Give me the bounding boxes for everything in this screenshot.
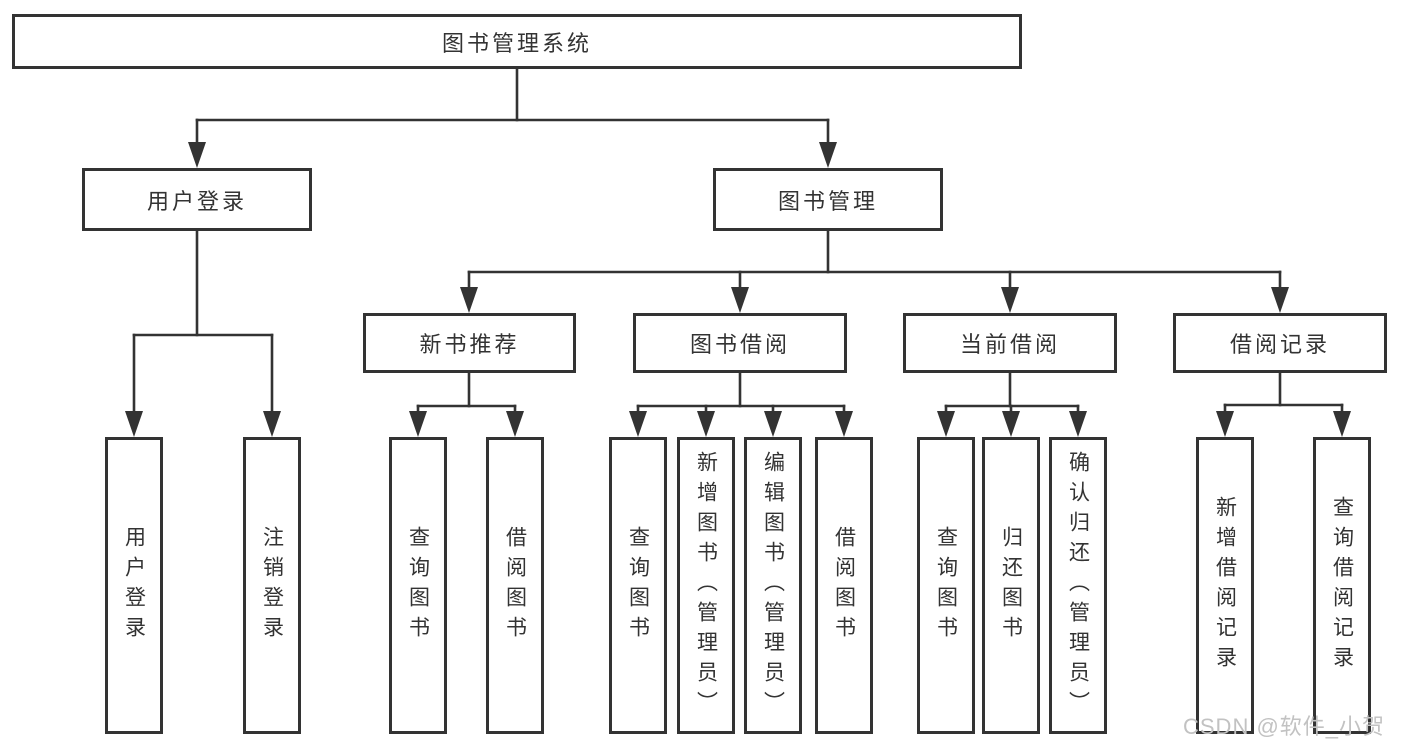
leaf-label: 查询图书 (626, 525, 650, 646)
leaf-label: 查询借阅记录 (1330, 495, 1354, 676)
node-book-borrowing: 图书借阅 (633, 313, 847, 373)
leaf-label: 借阅图书 (503, 525, 527, 646)
leaf-label: 借阅图书 (832, 525, 856, 646)
leaf-edit-book-admin: 编辑图书（管理员） (744, 437, 802, 734)
leaf-label: 注销登录 (260, 525, 284, 646)
node-borrowing-records: 借阅记录 (1173, 313, 1387, 373)
watermark: CSDN @软件_小贺同学 (1183, 714, 1386, 747)
leaf-user-login: 用户登录 (105, 437, 163, 734)
leaf-return-book: 归还图书 (982, 437, 1040, 734)
leaf-label: 新增借阅记录 (1213, 495, 1237, 676)
node-book-management: 图书管理 (713, 168, 943, 231)
leaf-add-borrow-record: 新增借阅记录 (1196, 437, 1254, 734)
leaf-label: 用户登录 (122, 525, 146, 646)
leaf-query-books-recommend: 查询图书 (389, 437, 447, 734)
node-new-book-recommendation: 新书推荐 (363, 313, 576, 373)
leaf-label: 编辑图书（管理员） (761, 450, 785, 721)
leaf-label: 确认归还（管理员） (1066, 450, 1090, 721)
leaf-label: 查询图书 (934, 525, 958, 646)
leaf-borrow-books-recommend: 借阅图书 (486, 437, 544, 734)
leaf-confirm-return-admin: 确认归还（管理员） (1049, 437, 1107, 734)
node-user-login: 用户登录 (82, 168, 312, 231)
leaf-borrow-books: 借阅图书 (815, 437, 873, 734)
node-library-management-system: 图书管理系统 (12, 14, 1022, 69)
leaf-query-borrow-record: 查询借阅记录 (1313, 437, 1371, 734)
leaf-label: 新增图书（管理员） (694, 450, 718, 721)
node-current-borrowing: 当前借阅 (903, 313, 1117, 373)
leaf-query-books-current: 查询图书 (917, 437, 975, 734)
leaf-query-books-borrow: 查询图书 (609, 437, 667, 734)
leaf-label: 归还图书 (999, 525, 1023, 646)
leaf-add-book-admin: 新增图书（管理员） (677, 437, 735, 734)
leaf-logout: 注销登录 (243, 437, 301, 734)
leaf-label: 查询图书 (406, 525, 430, 646)
